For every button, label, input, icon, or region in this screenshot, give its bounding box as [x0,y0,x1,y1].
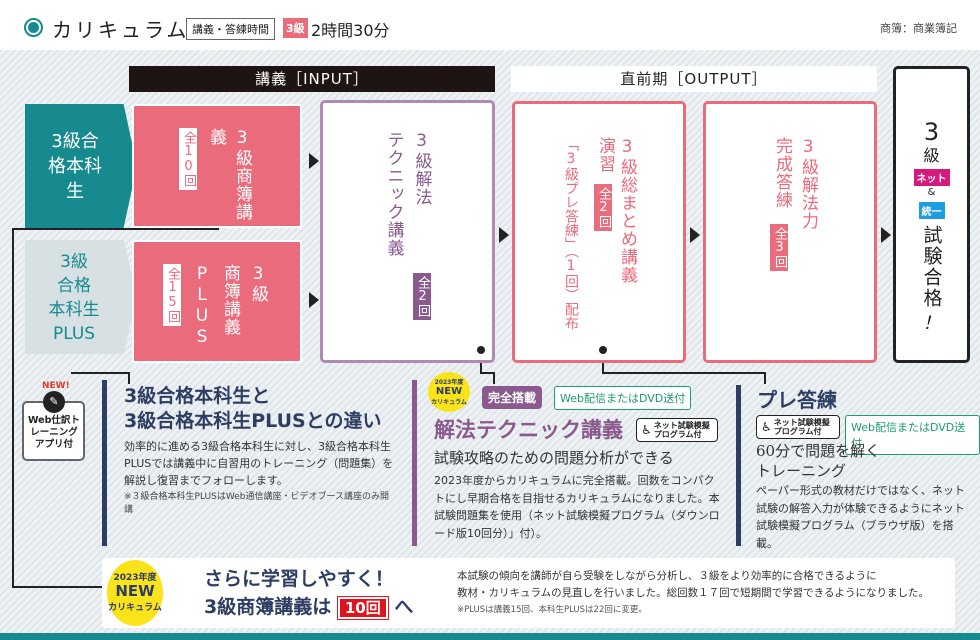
banner-body-line: 本試験の傾向を講師が自ら受験をしながら分析し、３級をより効率的に合格できるように [457,570,877,582]
subtitle-line: トレーニング [756,462,847,480]
program-label: ネット試験模擬プログラム付 [773,418,830,436]
course-honka: 3級合格本科生 [25,104,137,228]
new-curriculum: カリキュラム [108,603,162,613]
goal-level: 級 [923,146,940,165]
count-badge: 全10回 [179,128,197,190]
section1-title: 3級合格本科生と [124,385,271,407]
program-label: ネット試験模擬プログラム付 [653,421,710,439]
banner-line1: さらに学習しやすく！ [204,568,394,590]
box-title: 完成答練 [772,137,792,209]
new-word: NEW [115,582,155,600]
section1-body: 効率的に進める3級合格本科生に対し、3級合格本科生PLUSでは講義中に自習用のト… [124,440,394,487]
box-title: テクニック講義 [383,131,404,257]
box-title: 3級解法力 [798,137,818,230]
full-integration-badge: 完全搭載 [482,386,543,409]
banner-note: ※PLUSは講義15回、本科生PLUSは22回に変更。 [457,605,647,615]
box-title: 演習 [595,137,615,173]
new-curriculum-badge: 2023年度 NEW カリキュラム [107,560,163,626]
goal-pass: 試験合格 [920,225,943,309]
new-year: 2023年度 [113,573,157,583]
arrow-right-icon [690,227,700,243]
count-badge: 全2回 [413,273,431,320]
new-year: 2023年度 [434,379,464,386]
box-note: 「3級プレ答練」（1回）配布 [563,137,579,330]
goal-level: 3 [923,118,940,146]
box-kaiho-technique: 3級解法 テクニック講義 全2回 [320,100,495,363]
new-curriculum: カリキュラム [431,399,467,406]
banner-line2: 3級商簿講義は 10回 へ [204,593,413,622]
ten-sessions-badge: 10回 [336,596,389,620]
level-badge: 3級 [283,18,308,38]
net-exam-badge: ネット [913,169,950,186]
section2-subtitle: 試験攻略のための問題分析ができる [434,449,674,467]
box-title: PLUS [192,264,212,348]
course-plus: 3級 合格 本科生 PLUS [25,240,137,354]
course-honka-label: 3級合格本科生 [48,130,102,202]
course-plus-label: 本科生 [48,300,100,320]
course-plus-label: 合格 [57,276,91,296]
person-pc-icon: ♿ [641,422,652,437]
box-matome: 3級総まとめ講義 演習 全2回 「3級プレ答練」（1回）配布 [512,101,686,363]
title-bullet-icon [24,18,43,37]
box-kansei: 3級解法力 完成答練 全3回 [703,101,877,363]
arrow-right-icon [309,292,319,308]
time-label: 講義・答練時間 [186,18,275,40]
section3-subtitle: 60分で問題を解く トレーニング [756,441,880,481]
banner-body: 本試験の傾向を講師が自ら受験をしながら分析し、３級をより効率的に合格できるように… [457,568,929,619]
section2-body: 2023年度からカリキュラムに完全搭載。回数をコンパクトにし早期合格を目指せるカ… [434,474,720,540]
section1-title: 3級合格本科生PLUSとの違い [124,410,382,432]
arrow-right-icon [309,153,319,169]
new-word: NEW [435,386,463,397]
course-plus-label: PLUS [52,324,96,344]
section3-title: プレ答練 [757,388,837,412]
box-shobo-lecture: 3級商簿講義 全10回 [132,104,302,228]
new-label: NEW! [42,381,70,391]
time-value: 2時間30分 [311,21,390,40]
count-badge: 全15回 [163,264,181,326]
phase-output: 直前期［OUTPUT］ [511,66,877,92]
program-badge: ♿ネット試験模擬プログラム付 [636,418,718,442]
delivery-badge: Web配信またはDVD送付 [845,415,980,455]
page-title: カリキュラム [52,18,190,42]
abbreviation-note: 商簿：商業簿記 [880,22,957,35]
app-badge-text: Web仕訳トレーニングアプリ付 [28,415,80,450]
banner-body-line: 教材・カリキュラムの見直しを行いました。総回数１７回で短期間で学習できるようにな… [457,587,929,599]
count-badge: 全3回 [770,224,788,271]
arrow-right-icon [499,227,509,243]
banner-line2-text: 3級商簿講義は [204,596,332,618]
bottom-bar [0,633,980,640]
box-shobo-plus-lecture: 3級 商簿講義 PLUS 全15回 [132,240,302,363]
banner-line2-text: へ [394,596,414,618]
paper-exam-badge: 統一 [918,202,945,219]
new-curriculum-badge: 2023年度 NEW カリキュラム [428,372,470,412]
goal-exclamation: ！ [922,313,941,334]
box-title: 3級商簿講義 [206,128,252,221]
delivery-badge: Web配信またはDVD送付 [554,386,692,410]
box-goal: 3 級 ネット & 統一 試験合格 ！ [893,66,970,363]
program-badge: ♿ネット試験模擬プログラム付 [756,415,840,439]
new-curriculum-banner [102,558,955,628]
phase-input: 講義［INPUT］ [129,66,495,92]
box-title: 3級 [248,264,268,303]
count-badge: 全2回 [594,184,612,231]
section3-body: ペーパー形式の教材だけではなく、ネット試験の解答入力が体験できるようにネット試験… [756,484,965,550]
section1-heading: 3級合格本科生と 3級合格本科生PLUSとの違い [124,384,382,434]
subtitle-line: 60分で問題を解く [756,442,881,460]
banner-heading: さらに学習しやすく！ 3級商簿講義は 10回 へ [204,565,413,622]
person-pc-icon: ♿ [761,419,772,434]
box-title: 3級総まとめ講義 [617,137,637,284]
box-title: 3級解法 [411,131,432,206]
course-plus-label: 3級 [60,252,88,272]
box-title: 商簿講義 [220,264,240,336]
section2-title: 解法テクニック講義 [434,418,623,442]
app-badge: NEW! ✎ Web仕訳トレーニングアプリ付 [22,381,85,462]
arrow-right-icon [881,227,891,243]
app-icon: ✎ [43,391,65,413]
section1-note: ※３級合格本科生PLUSはWeb通信講座・ビデオブース講座のみ開講 [124,492,390,515]
ampersand: & [927,187,936,198]
